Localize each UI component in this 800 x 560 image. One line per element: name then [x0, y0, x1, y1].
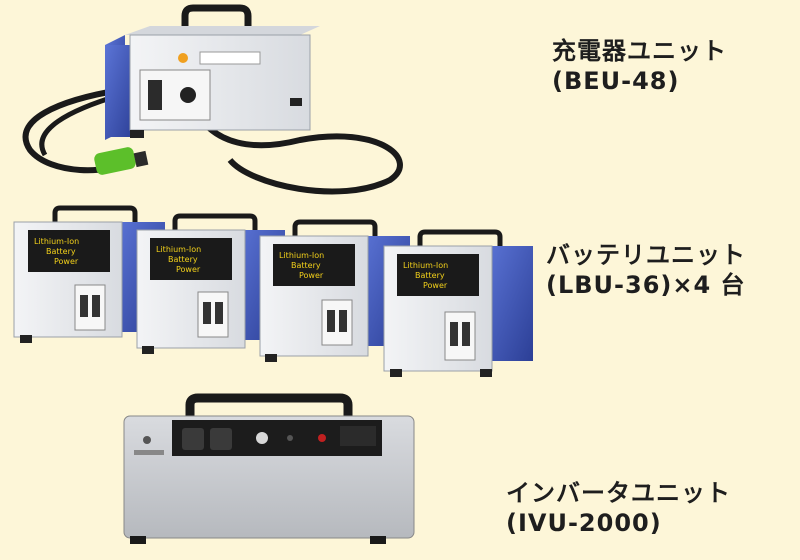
- charger-cable: [187, 98, 403, 195]
- battery-panel-text-3: Power: [176, 265, 201, 274]
- battery-name: バッテリユニット: [546, 241, 746, 269]
- charger-unit: [22, 4, 403, 195]
- charger-model: (BEU-48): [552, 67, 680, 95]
- inverter-unit: [123, 393, 415, 544]
- green-plug: [94, 147, 136, 175]
- charger-label: 充電器ユニット (BEU-48): [552, 36, 727, 96]
- inverter-label: インバータユニット (IVU-2000): [506, 478, 731, 538]
- battery-panel-text-1: Lithium-Ion: [403, 261, 448, 270]
- battery-panel-text-1: Lithium-Ion: [279, 251, 324, 260]
- battery-panel-text-2: Battery: [168, 255, 198, 264]
- battery-panel-text-3: Power: [423, 281, 448, 290]
- battery-panel-text-1: Lithium-Ion: [156, 245, 201, 254]
- inverter-name: インバータユニット: [506, 479, 731, 507]
- charger-name: 充電器ユニット: [552, 37, 727, 65]
- battery-panel-text-2: Battery: [46, 247, 76, 256]
- battery-model: (LBU-36)×4 台: [546, 271, 746, 299]
- inverter-model: (IVU-2000): [506, 509, 662, 537]
- inverter-handle: [185, 393, 353, 418]
- orange-indicator: [178, 53, 188, 63]
- battery-panel-text-3: Power: [54, 257, 79, 266]
- battery-panel-text-2: Battery: [291, 261, 321, 270]
- charger-handle: [181, 4, 252, 32]
- battery-label: バッテリユニット (LBU-36)×4 台: [546, 240, 746, 300]
- battery-panel-text-3: Power: [299, 271, 324, 280]
- battery-units: Lithium-Ion Battery Power Lithium-Ion Ba…: [13, 205, 533, 377]
- battery-panel-text-2: Battery: [415, 271, 445, 280]
- inverter-red-indicator: [318, 434, 326, 442]
- battery-panel-text-1: Lithium-Ion: [34, 237, 79, 246]
- battery-unit-4: Lithium-Ion Battery Power: [383, 229, 533, 377]
